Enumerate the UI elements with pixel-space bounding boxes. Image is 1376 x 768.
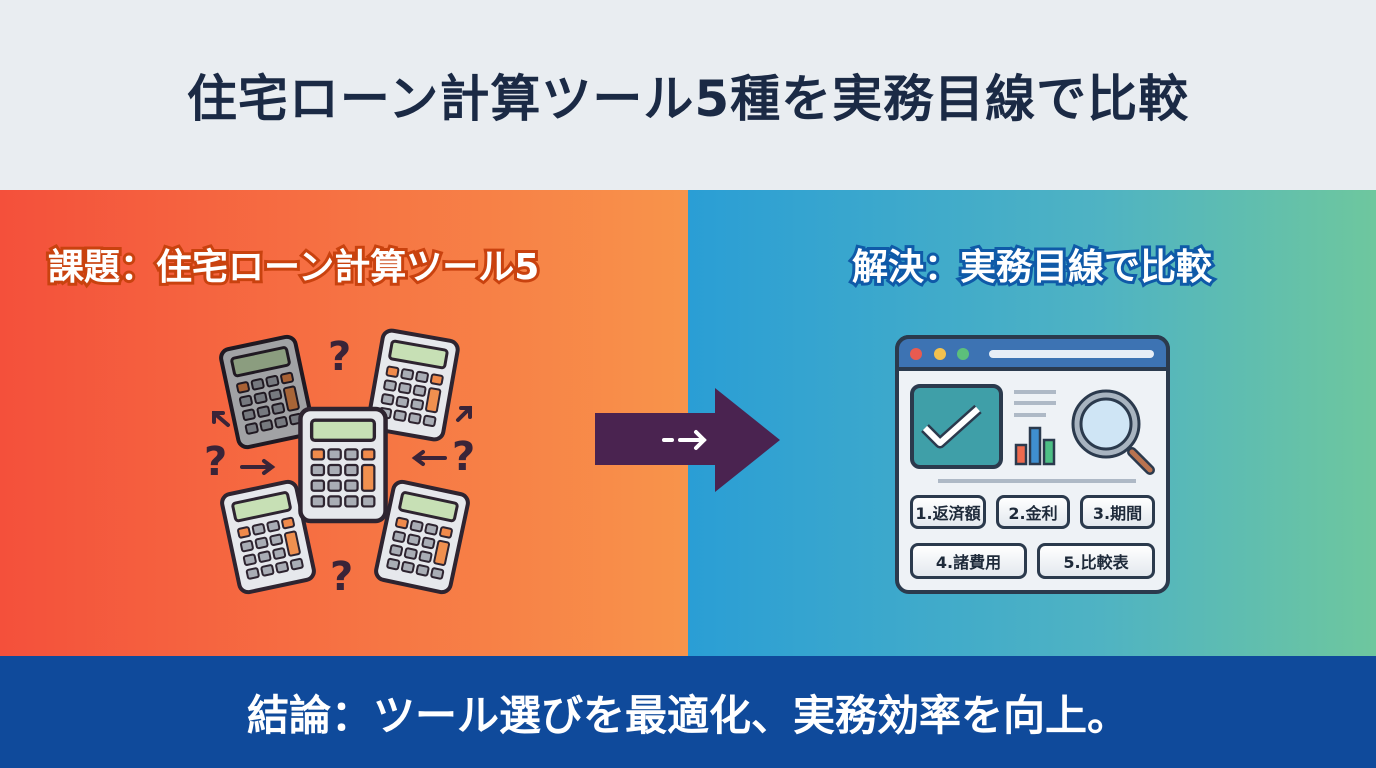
question-mark-icons: ???? [204,334,475,600]
svg-text:?: ? [330,554,353,600]
criterion-button[interactable]: 2.金利 [996,495,1070,529]
criterion-button[interactable]: 5.比較表 [1037,543,1155,579]
svg-text:?: ? [204,439,227,485]
calculator-icon [372,478,472,596]
criterion-button[interactable]: 4.諸費用 [910,543,1027,579]
solution-heading: 解決：実務目線で比較 [849,244,1215,291]
magnifier-icon [1071,389,1155,475]
header: 住宅ローン計算ツール5種を実務目線で比較 [0,0,1376,190]
svg-text:?: ? [452,434,475,480]
bar-chart-icon [1014,426,1056,466]
svg-text:?: ? [328,334,351,380]
conclusion-bar: 結論：ツール選びを最適化、実務効率を向上。 [0,656,1376,768]
problem-heading: 課題：住宅ローン計算ツール5 [45,244,542,291]
conclusion-text: 結論：ツール選びを最適化、実務効率を向上。 [246,690,1129,740]
criterion-button[interactable]: 1.返済額 [910,495,986,529]
criterion-button[interactable]: 3.期間 [1080,495,1155,529]
arrow-icons [212,406,472,475]
page-title: 住宅ローン計算ツール5種を実務目線で比較 [186,70,1190,128]
transition-arrow [595,388,780,492]
problem-panel: 課題：住宅ローン計算ツール5 [0,190,688,656]
calculator-icon [300,409,385,521]
